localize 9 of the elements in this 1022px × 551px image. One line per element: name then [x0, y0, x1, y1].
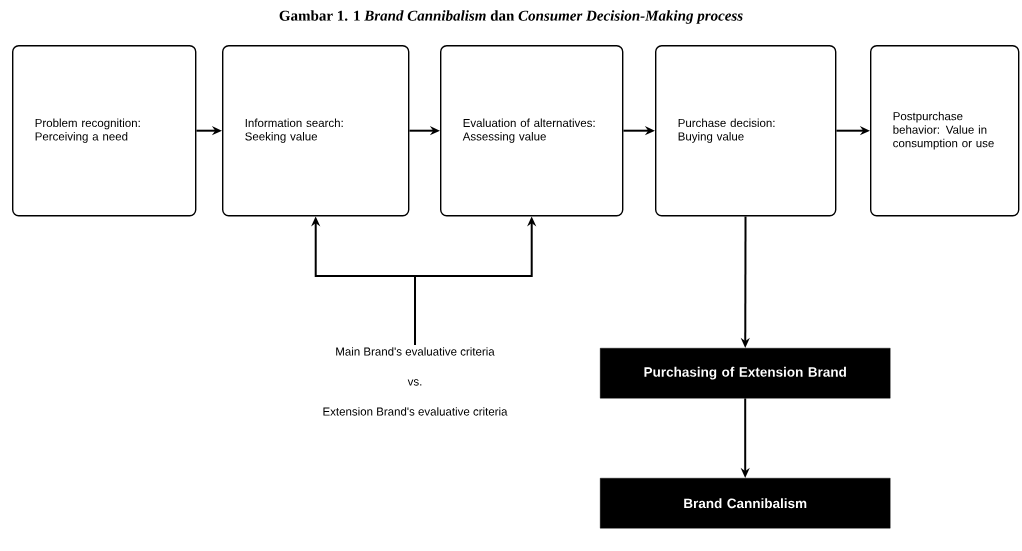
outcome-box: Brand Cannibalism	[600, 478, 891, 529]
outcome-box: Purchasing of Extension Brand	[600, 348, 891, 399]
criteria-text: Main Brand's evaluative criteria vs. Extension Brand's evaluative criteria	[323, 347, 508, 416]
process-box: Postpurchase behavior: Value in consumption or use	[870, 45, 1020, 217]
process-box: Information search: Seeking value	[222, 45, 410, 217]
process-box: Evaluation of alternatives: Assessing value	[440, 45, 624, 217]
process-box: Purchase decision: Buying value	[655, 45, 837, 217]
process-box: Problem recognition: Perceiving a need	[12, 45, 197, 217]
title: Gambar 1. 1 Brand Cannibalism dan Consumer Decision-Making process	[279, 10, 743, 24]
